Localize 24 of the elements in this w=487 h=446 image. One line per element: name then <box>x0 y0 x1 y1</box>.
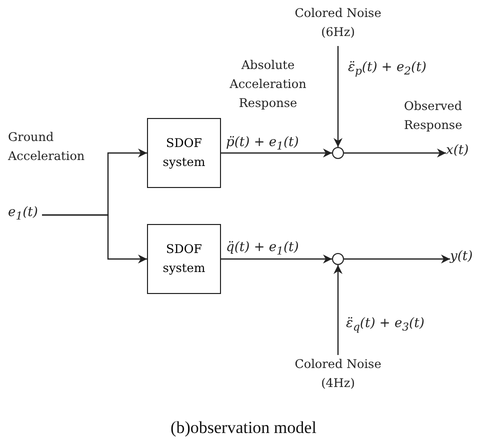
summing-junction-circle <box>332 253 344 265</box>
arrow <box>221 254 332 264</box>
edge-label: ε̈$_{q}$(t) + e$_{3}$(t) <box>346 316 424 334</box>
edge-label: q̈(t) + e$_{1}$(t) <box>226 240 299 258</box>
node-caption: Observed Response <box>404 98 464 134</box>
annotation-text: Absolute Acceleration Response <box>228 57 308 112</box>
signal-label: y(t) <box>450 249 484 269</box>
arrow <box>221 148 332 158</box>
input-label: Colored Noise (4Hz) <box>278 355 398 394</box>
input-label: Colored Noise (6Hz) <box>278 4 398 42</box>
node-caption: Ground Acceleration <box>8 129 86 166</box>
arrow <box>344 254 450 264</box>
process-box: SDOF system <box>147 118 221 188</box>
edge-label: ε̈$_{p}$(t) + e$_{2}$(t) <box>348 60 426 78</box>
summing-junction-circle <box>332 147 344 159</box>
edge-label: p̈(t) + e$_{1}$(t) <box>226 135 299 153</box>
arrow <box>42 214 147 264</box>
signal-label: x(t) <box>446 143 482 163</box>
signal-label: e$_{1}$(t) <box>8 205 42 225</box>
process-box: SDOF system <box>147 224 221 294</box>
arrow <box>334 46 342 147</box>
arrow <box>334 265 342 355</box>
arrow <box>344 148 446 158</box>
figure-caption: (b)observation model <box>170 418 318 438</box>
